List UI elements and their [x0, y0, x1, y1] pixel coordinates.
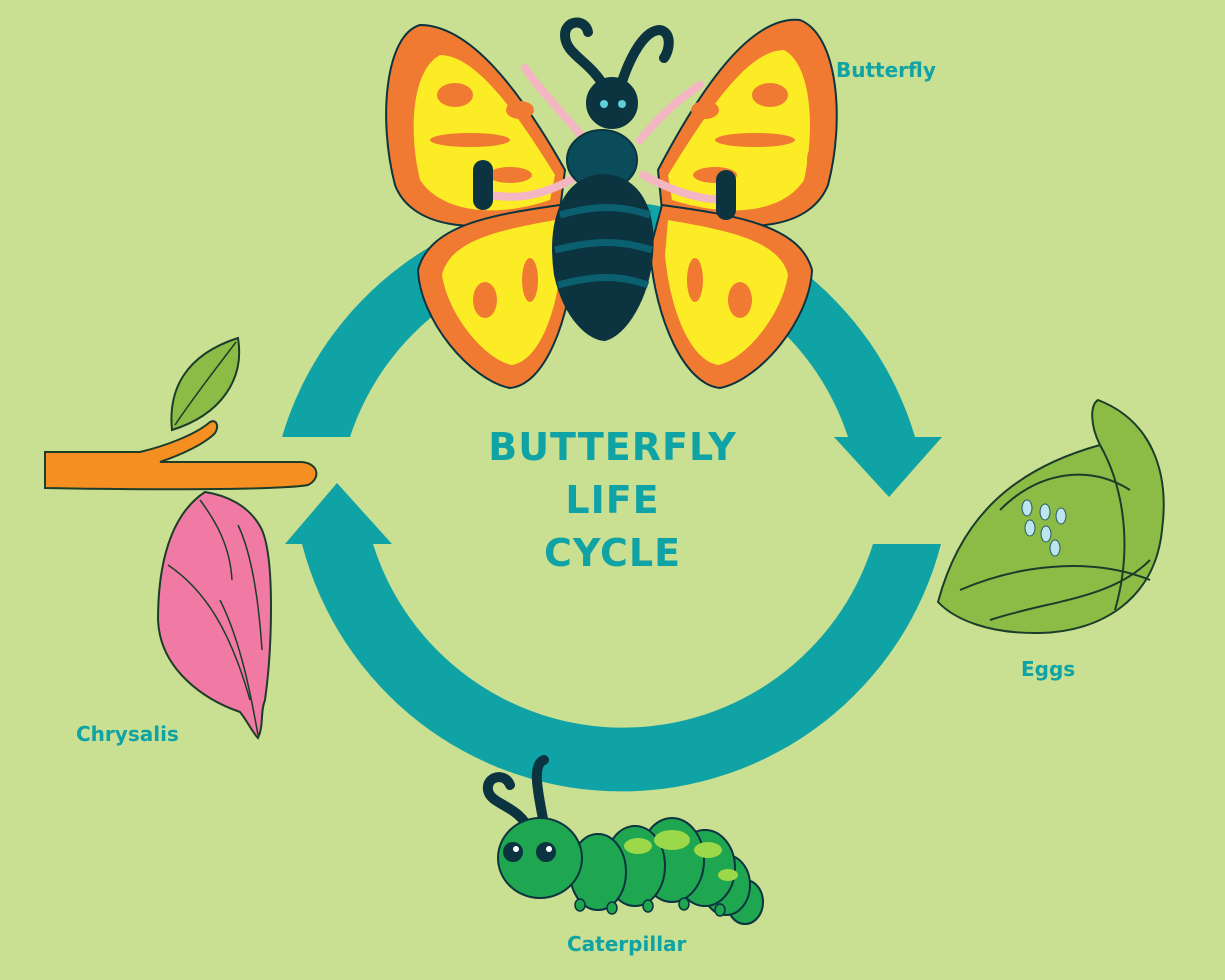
butterfly-illustration	[385, 17, 838, 390]
butterfly-abdomen	[552, 173, 654, 342]
label-chrysalis: Chrysalis	[76, 722, 179, 746]
label-eggs: Eggs	[1021, 657, 1076, 681]
branch	[44, 420, 318, 491]
eggs-leaf-illustration	[936, 398, 1165, 635]
eggs-cluster	[1021, 499, 1067, 557]
chrysalis-illustration	[44, 336, 318, 740]
title-line-3: CYCLE	[543, 531, 682, 575]
arrow-eggs-to-chrysalis	[285, 483, 941, 792]
title-line-2: LIFE	[565, 478, 660, 522]
label-butterfly: Butterfly	[836, 58, 936, 82]
antenna-right	[615, 24, 674, 93]
caterpillar-illustration	[482, 755, 764, 925]
butterfly-head	[586, 77, 638, 129]
title-line-1: BUTTERFLY	[488, 425, 737, 469]
antenna-left	[559, 17, 610, 93]
caterpillar-antenna-1	[482, 772, 535, 837]
label-caterpillar: Caterpillar	[567, 932, 687, 956]
